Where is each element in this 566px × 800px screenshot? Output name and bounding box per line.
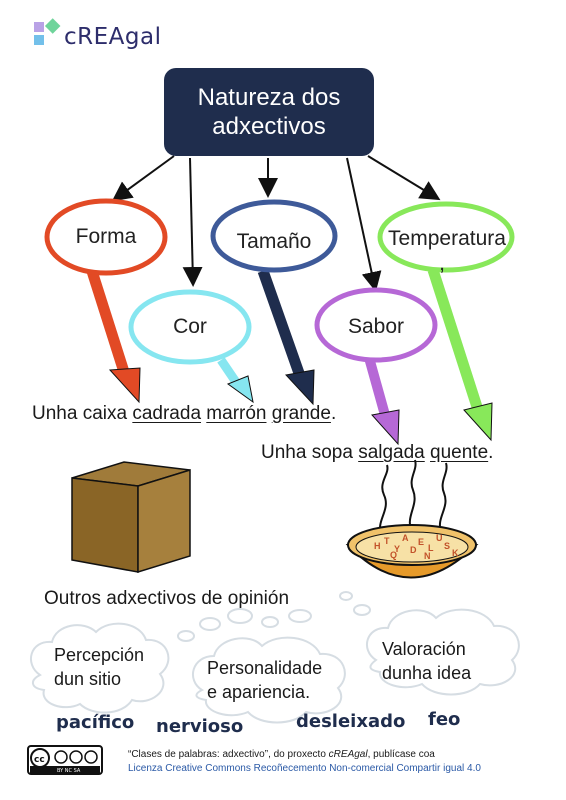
footer-line1-pre: “Clases de palabras: adxectivo”, do prox… [128,749,329,760]
cloud-3-label: Valoración dunha idea [382,637,471,685]
svg-text:H: H [374,541,381,551]
sentence-soup: Unha sopa salgada quente. [261,442,493,464]
footer: “Clases de palabras: adxectivo”, do prox… [128,748,548,776]
cloud-1-label: Percepción dun sitio [54,643,144,691]
title-box: Natureza dos adxectivos [164,68,374,156]
title-line2: adxectivos [212,113,326,140]
cloud-2-line2: e apariencia. [207,682,311,702]
svg-text:D: D [410,545,417,555]
svg-text:E: E [418,537,424,547]
temperatura-label: Temperatura [388,227,506,250]
box-icon [71,461,191,574]
cc-license-icon: cc BY NC SA [27,745,103,775]
cor-ellipse [128,289,252,365]
word-nervioso: nervioso [156,716,244,737]
word-desleixado: desleixado [296,711,406,732]
title-line1: Natureza dos [197,84,341,111]
cloud-1-line1: Percepción [54,645,145,665]
sentence-box: Unha caixa cadrada marrón grande. [32,403,336,425]
sabor-label: Sabor [347,315,405,338]
cloud-1 [30,608,253,714]
cor-label: Cor [173,315,207,338]
svg-text:U: U [436,533,443,543]
title-arrows [111,155,441,292]
cloud-2-label: Personalidade e apariencia. [207,656,322,704]
logo-text: cREAgal [64,24,162,50]
svg-text:cc: cc [34,755,45,765]
sentence1-prefix: Unha caixa [32,403,133,424]
svg-text:S: S [444,541,450,551]
forma-label: Forma [75,225,137,248]
forma-ellipse [44,198,168,276]
opinion-heading: Outros adxectivos de opinión [44,588,290,609]
cloud-3-line2: dunha idea [382,663,472,683]
tamano-label: Tamaño [236,230,312,253]
logo-squares-icon [34,18,61,45]
adj-salgada: salgada [358,442,425,463]
word-pacifico: pacífico [56,712,135,733]
tamano-arrow [257,269,315,406]
svg-text:A: A [402,533,409,543]
footer-line1: “Clases de palabras: adxectivo”, do prox… [128,748,548,762]
adj-grande: grande [271,403,331,424]
license-link[interactable]: Licenza Creative Commons Recoñecemento N… [128,763,481,774]
cloud-1-line2: dun sitio [54,669,122,689]
sentence1-end: . [330,403,337,424]
cloud-2-line1: Personalidade [207,658,323,678]
word-feo: feo [428,709,461,730]
svg-text:Y: Y [394,544,400,554]
svg-text:K: K [452,548,459,558]
logo: cREAgal [60,24,161,50]
sentence2-end: . [488,442,494,463]
cor-arrow [217,357,254,404]
temperatura-suffix: , [439,252,445,275]
tamano-ellipse [210,199,338,273]
adj-cadrada: cadrada [132,403,202,424]
footer-line1-post: , publícase coa [367,749,435,760]
footer-line1-em: cREAgal [328,749,368,760]
temperatura-ellipse [377,201,515,273]
temperatura-arrow [427,268,493,442]
svg-text:N: N [424,551,431,561]
forma-arrow [85,266,141,404]
sentence2-prefix: Unha sopa [261,442,359,463]
sabor-arrow [363,352,400,446]
svg-text:L: L [428,543,434,553]
sabor-ellipse [314,287,438,363]
svg-text:T: T [384,536,390,546]
svg-text:Q: Q [390,550,397,560]
adj-quente: quente [430,442,489,463]
cloud-3-line1: Valoración [382,639,466,659]
cloud-2 [192,609,346,724]
cloud-3 [339,591,520,696]
adj-marron: marrón [206,403,267,424]
cc-badge-text: BY NC SA [57,768,81,774]
